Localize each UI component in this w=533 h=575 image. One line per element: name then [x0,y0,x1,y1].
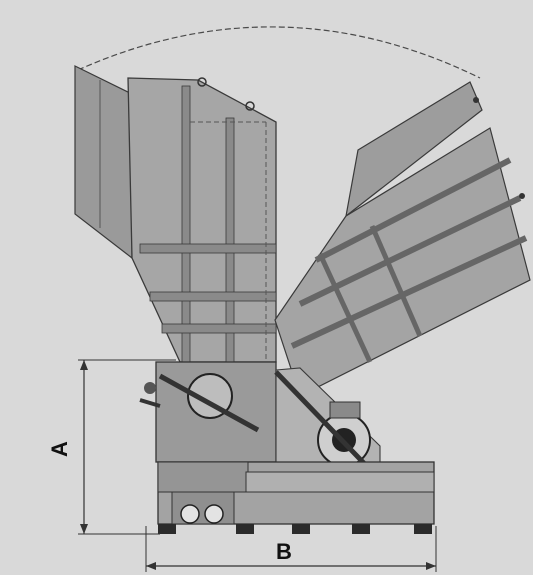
handwheel-left [144,382,156,394]
dimension-a-arrow-top [80,360,88,370]
tilted-rib-3 [290,235,528,349]
hopper-tilted-lid [345,81,483,218]
dimension-a-label: A [46,441,72,457]
discharge-box [171,491,235,525]
hopper-tilted-body [274,127,531,397]
caster-wheel-right [204,504,224,524]
tilted-crossbar-2 [369,225,423,337]
motor-terminal-box [329,401,361,419]
dimension-b-label: B [276,539,292,564]
foot-2 [236,524,254,534]
foot-3 [292,524,310,534]
dimension-a-arrow-bottom [80,524,88,534]
hopper-band-upper [139,243,277,254]
dimension-b-arrow-right [426,562,436,570]
foot-1 [158,524,176,534]
hopper-back-plate [74,65,133,260]
tilted-crossbar-1 [317,252,373,364]
foot-5 [414,524,432,534]
hopper-strut-left [181,85,191,363]
foot-4 [352,524,370,534]
lifting-eye-left [197,77,207,87]
caster-wheel-left [180,504,200,524]
opening-arc [77,26,481,79]
screen-cradle [157,461,249,493]
chamber-clamp-arm [158,373,260,433]
lifting-eye-right [245,101,255,111]
handle-left [139,398,161,408]
tilted-rib-1 [314,157,512,263]
dimension-b-arrow-left [146,562,156,570]
hopper-band-middle [149,291,277,302]
hopper-band-lower [161,323,277,334]
tilted-hinge-bolt [473,97,479,103]
hopper-main-body [127,77,277,363]
base-top-rail [245,471,435,493]
tilted-bolt [519,193,525,199]
